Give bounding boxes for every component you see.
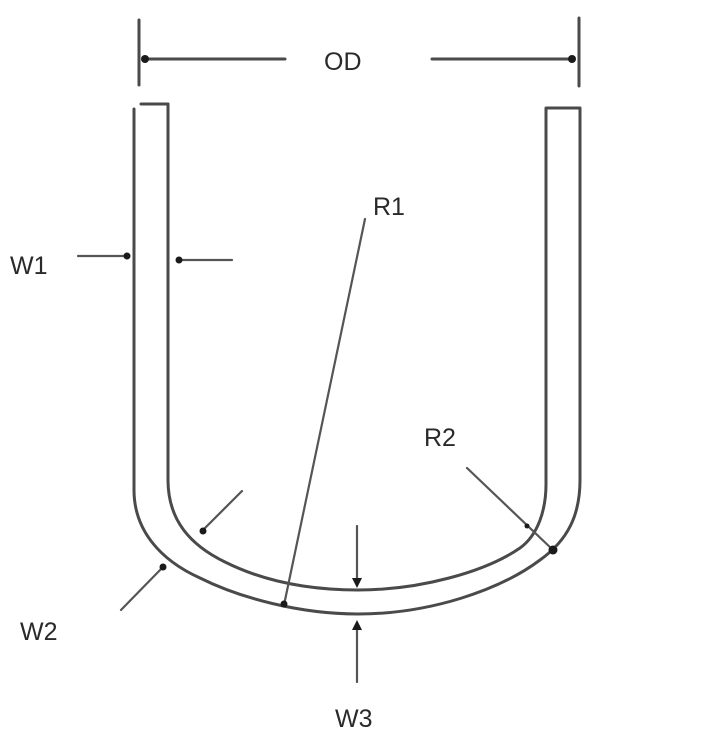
w1-dimension: W1 bbox=[10, 252, 234, 280]
r2-label: R2 bbox=[424, 424, 456, 452]
outer-wall bbox=[132, 106, 582, 616]
r1-arrowhead-icon bbox=[280, 600, 288, 608]
w2-inner-arrow bbox=[201, 489, 244, 532]
w2-outer-arrowhead-icon bbox=[159, 563, 167, 571]
od-left-arrowhead-icon bbox=[141, 55, 149, 63]
r2-leader-line bbox=[465, 466, 555, 552]
inner-wall bbox=[166, 102, 548, 592]
vessel-profile bbox=[132, 102, 582, 616]
w2-outer-arrow bbox=[119, 565, 165, 612]
w3-top-arrowhead-icon bbox=[352, 578, 362, 588]
w2-inner-arrowhead-icon bbox=[199, 527, 207, 535]
r2-arrowhead-icon bbox=[548, 545, 558, 555]
w3-bottom-arrowhead-icon bbox=[352, 620, 362, 630]
r1-dimension: R1 bbox=[280, 193, 405, 608]
w2-label: W2 bbox=[20, 618, 58, 646]
r1-leader-line bbox=[282, 217, 367, 607]
w3-dimension: W3 bbox=[335, 524, 373, 730]
w1-label: W1 bbox=[10, 252, 48, 280]
r1-label: R1 bbox=[373, 193, 405, 221]
w1-right-arrowhead-icon bbox=[175, 256, 183, 264]
od-label: OD bbox=[324, 48, 362, 76]
w2-dimension: W2 bbox=[20, 489, 244, 646]
r2-intersection-dot-icon bbox=[524, 523, 530, 529]
r2-dimension: R2 bbox=[424, 424, 558, 555]
od-dimension: OD bbox=[137, 16, 581, 88]
w1-left-arrowhead-icon bbox=[123, 252, 131, 260]
od-right-arrowhead-icon bbox=[568, 55, 576, 63]
w3-label: W3 bbox=[335, 705, 373, 730]
